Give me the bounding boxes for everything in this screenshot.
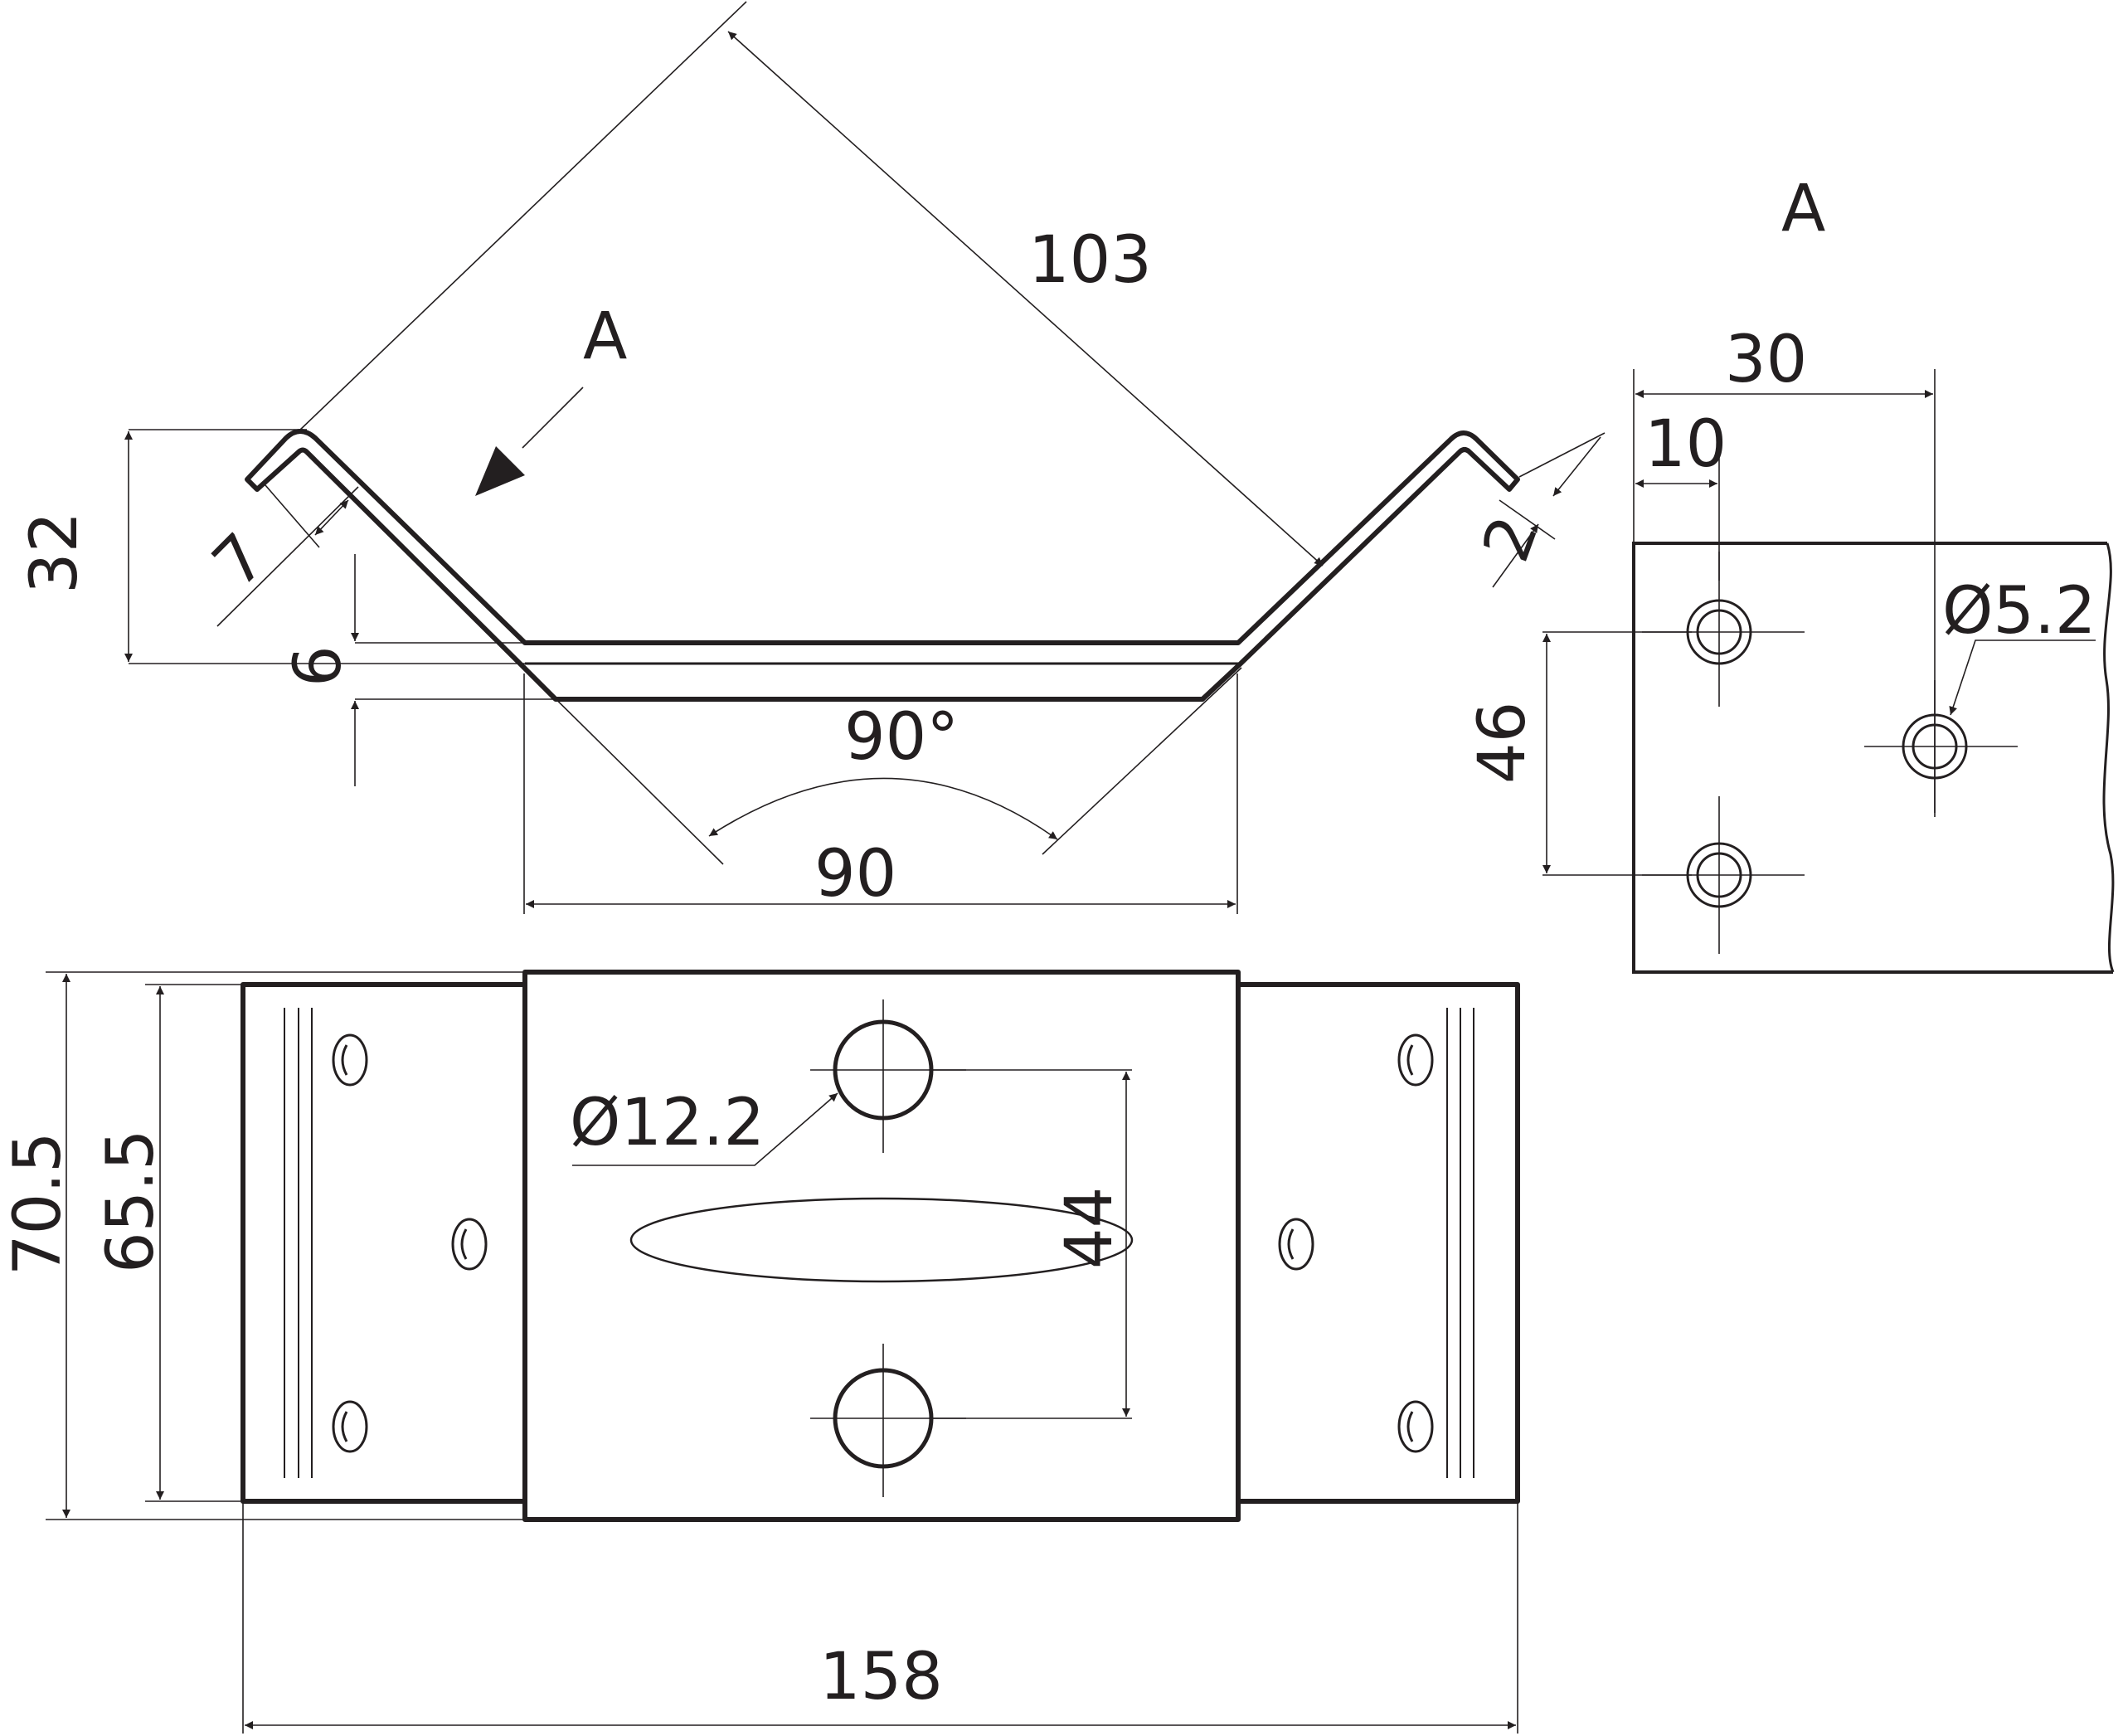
- dim-2-label: 2: [1469, 507, 1553, 571]
- large-hole-diameter-label: Ø12.2: [570, 1086, 765, 1160]
- dim-line-103: [727, 31, 1324, 567]
- dim-32-label: 32: [17, 512, 92, 594]
- leader-5-2: [1949, 639, 2096, 716]
- break-line: [2102, 542, 2115, 973]
- dim-7-label: 7: [199, 520, 281, 602]
- view-arrow-shaft: [522, 387, 584, 449]
- dim-line-2-lower: [1492, 523, 1539, 588]
- bracket-profile: [245, 429, 1520, 702]
- dim-70-5-label: 70.5: [1, 1131, 75, 1276]
- dim-158-label: 158: [819, 1640, 943, 1714]
- dim-30-label: 30: [1725, 323, 1807, 397]
- dim-65-5-label: 65.5: [94, 1129, 168, 1273]
- view-arrow-head-icon: [475, 446, 525, 496]
- dim-line-2-upper: [1552, 436, 1601, 497]
- top-view: Ø12.2 44 70.5 65.5 158: [1, 970, 1520, 1734]
- dim-6-label: 6: [281, 645, 356, 687]
- dim-10-label: 10: [1644, 407, 1727, 482]
- dim-46-label: 46: [1465, 702, 1540, 784]
- angle-arc-90: [708, 777, 1058, 840]
- right-flange: [1236, 982, 1520, 1504]
- center-slot: [629, 1197, 1134, 1283]
- front-view: 103 A 32 7 6 90° 90: [17, 1, 1606, 914]
- leader-12-2: [572, 1092, 838, 1166]
- view-direction-label: A: [583, 299, 627, 374]
- detail-plate: [1632, 542, 2113, 974]
- angle-label: 90°: [844, 700, 959, 775]
- dim-44-label: 44: [1052, 1187, 1127, 1269]
- small-hole-diameter-label: Ø5.2: [1942, 574, 2096, 649]
- dim-90-label: 90: [814, 837, 896, 912]
- center-plate: [522, 970, 1241, 1522]
- dim-103-label: 103: [1028, 223, 1152, 298]
- detail-view-a: A 30 10 Ø5.2 46: [1465, 172, 2115, 974]
- ext-line-103-left: [298, 1, 747, 432]
- dim-line-7: [314, 499, 349, 536]
- detail-view-label: A: [1781, 172, 1825, 246]
